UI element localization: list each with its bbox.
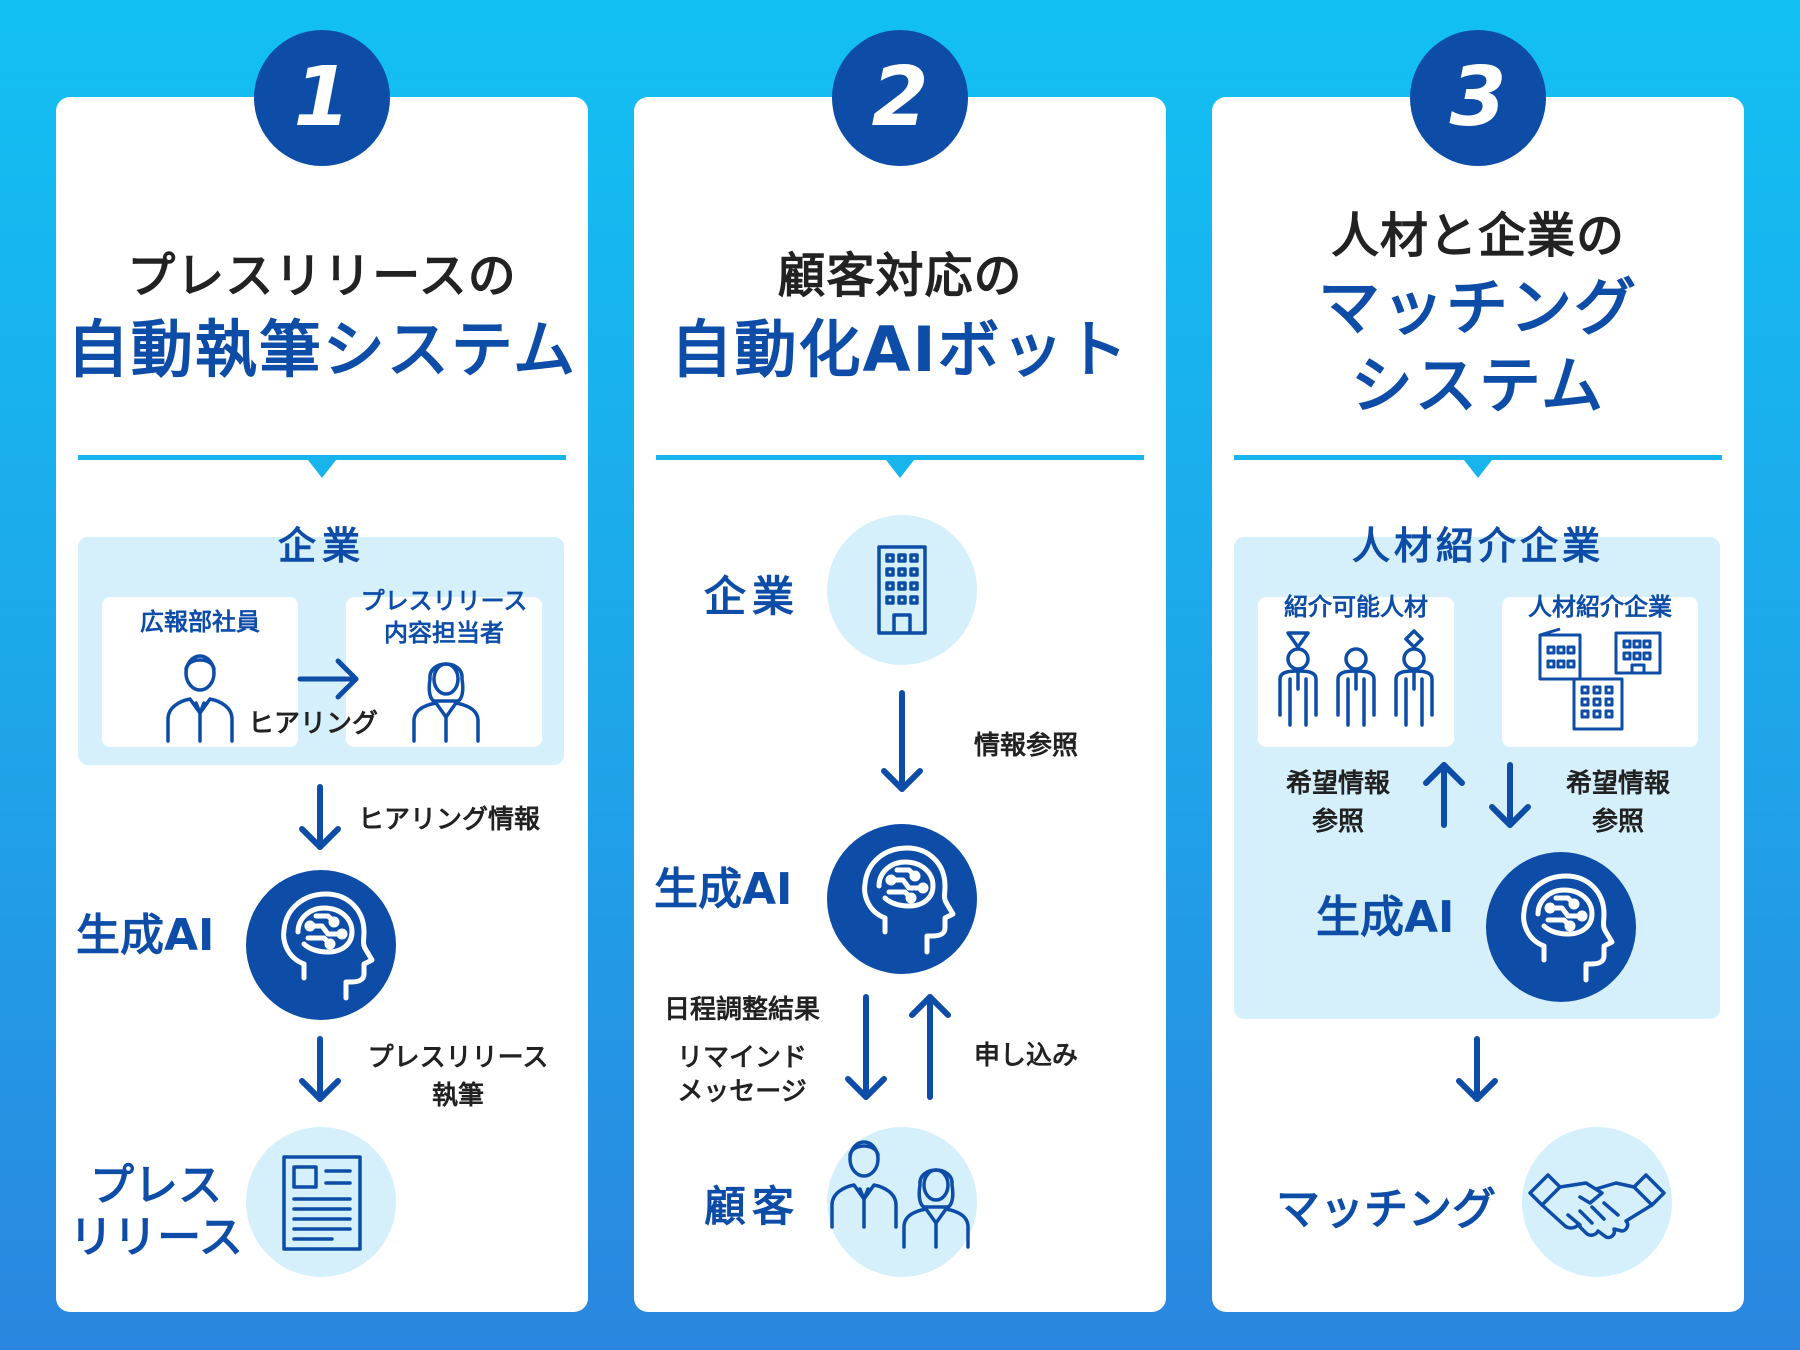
handshake-circle	[1522, 1127, 1672, 1277]
ai-label: 生成AI	[76, 910, 215, 961]
handshake-icon	[1528, 1173, 1666, 1240]
businesswoman-icon	[902, 1168, 970, 1249]
left-label-line2: 参照	[1311, 807, 1364, 837]
up-label: 申し込み	[974, 1041, 1079, 1071]
card-title-line2: マッチング	[1317, 271, 1638, 344]
arrow-up-icon	[909, 994, 951, 1100]
card-title-line1: プレスリリースの	[127, 248, 517, 304]
output-label-line1: プレス	[90, 1160, 222, 1211]
down-label-line1: 日程調整結果	[663, 995, 820, 1025]
company-label: 企業	[704, 572, 801, 621]
card-title-line2: 自動執筆システム	[66, 313, 578, 386]
brain-head-icon	[264, 886, 384, 1006]
brain-head-icon	[1504, 868, 1624, 988]
brain-head-icon	[845, 840, 965, 960]
right-label-line1: 希望情報	[1565, 769, 1670, 799]
card-title-line1: 顧客対応の	[777, 248, 1023, 304]
divider	[78, 455, 566, 460]
ai-circle	[827, 824, 977, 974]
arrow-down-icon	[881, 690, 923, 792]
arrow-down-icon	[845, 994, 887, 1100]
building-icon	[1538, 627, 1662, 731]
ai-circle	[246, 870, 396, 1020]
document-icon	[282, 1155, 362, 1251]
talent-figure-icon	[1278, 631, 1318, 727]
divider	[1234, 455, 1722, 460]
card-title-line3: システム	[1350, 349, 1606, 422]
hearing-label: ヒアリング	[248, 709, 379, 739]
talent-figure-icon	[1394, 629, 1434, 727]
card-title-line1: 人材と企業の	[1330, 208, 1625, 264]
panel-label: 人材紹介企業	[1351, 524, 1604, 568]
writer-label-line1: プレスリリース	[360, 587, 528, 615]
ai-circle	[1486, 852, 1636, 1002]
company-circle	[827, 515, 977, 665]
step-number: 2	[832, 30, 968, 166]
writer-label-line2: 内容担当者	[384, 619, 504, 647]
divider-pointer	[886, 460, 914, 478]
customer-label: 顧客	[704, 1182, 801, 1231]
talent-figure-icon	[1336, 647, 1376, 727]
companies-label: 人材紹介企業	[1528, 593, 1672, 621]
arrow-down-icon	[1455, 1039, 1499, 1101]
card-matching: 3 人材と企業の マッチング システム 人材紹介企業 紹介可能人材 人材紹介企業	[1212, 30, 1744, 1312]
companies-box	[1502, 597, 1698, 747]
arrow2-label-line2: 執筆	[431, 1081, 484, 1111]
output-label: マッチング	[1276, 1184, 1496, 1235]
arrow-down-icon	[298, 1039, 342, 1101]
panel-label: 企業	[277, 524, 366, 568]
step-number: 3	[1410, 30, 1546, 166]
ai-label: 生成AI	[1316, 892, 1455, 943]
arrow-up-icon	[1422, 765, 1466, 827]
talent-label: 紹介可能人材	[1284, 593, 1428, 621]
arrow-down-icon	[1488, 765, 1532, 827]
card-title-line2: 自動化AIボット	[670, 313, 1130, 386]
businessman-icon	[830, 1140, 898, 1229]
ai-label: 生成AI	[654, 864, 793, 915]
left-label-line1: 希望情報	[1285, 769, 1390, 799]
businessman-icon	[166, 654, 234, 743]
arrow-down-icon	[298, 787, 342, 849]
divider-pointer	[1464, 460, 1492, 478]
arrow1-label: ヒアリング情報	[358, 805, 541, 835]
arrow-icon	[297, 658, 359, 700]
divider-pointer	[308, 460, 336, 478]
arrow2-label-line1: プレスリリース	[367, 1043, 549, 1073]
card-press-release: 1 プレスリリースの 自動執筆システム 企業 広報部社員 プレスリリース 内容担…	[56, 30, 588, 1312]
card-ai-bot: 2 顧客対応の 自動化AIボット 企業 情報参照 生成AI 日程調整結果 リマイ…	[634, 30, 1166, 1312]
divider	[656, 455, 1144, 460]
output-label-line2: リリース	[69, 1212, 243, 1263]
step-number: 1	[254, 30, 390, 166]
building-icon	[877, 545, 927, 635]
staff-label: 広報部社員	[140, 608, 260, 636]
businesswoman-icon	[412, 662, 480, 743]
writer-box	[346, 597, 542, 747]
down-label-line2: リマインド	[676, 1043, 807, 1073]
down-label-line3: メッセージ	[677, 1077, 807, 1107]
right-label-line2: 参照	[1591, 807, 1644, 837]
arrow1-label: 情報参照	[974, 731, 1079, 761]
document-circle	[246, 1127, 396, 1277]
